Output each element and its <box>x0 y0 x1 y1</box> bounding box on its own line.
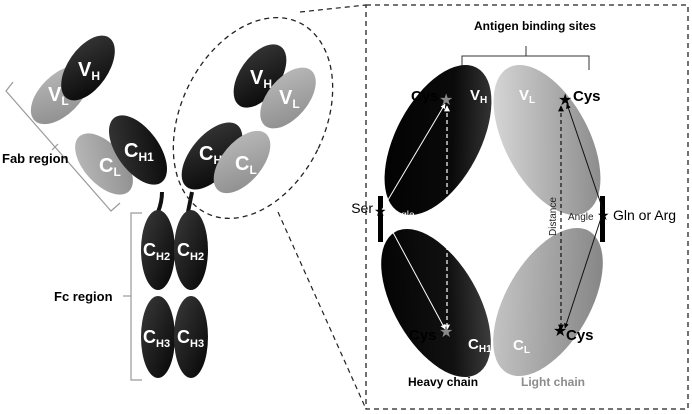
vl-domain <box>260 67 316 129</box>
fab-arm-right: VH VL CH1 CL <box>181 44 316 194</box>
detail-vl-label: VL <box>519 87 535 106</box>
ch2-right-domain <box>174 210 208 290</box>
ch2-left-label: CH2 <box>143 240 170 263</box>
star-icon: ★ <box>439 92 453 109</box>
detail-vh-domain <box>384 64 492 216</box>
detail-cl-label: CL <box>513 337 530 356</box>
ch3-left-domain <box>141 296 175 378</box>
vh-domain <box>61 35 115 101</box>
cys-top-right-label: Cys <box>573 88 601 105</box>
vh-domain <box>233 44 287 108</box>
cl-label: CL <box>235 153 257 177</box>
cys-bottom-left-label: Cys <box>409 327 437 344</box>
star-icon: ★ <box>374 203 387 219</box>
cys-top-left-label: Cys <box>411 88 439 105</box>
angle-right-label: Angle <box>568 212 594 223</box>
gln-arg-label: Gln or Arg <box>613 207 676 223</box>
fab-arm-left: VL VH CL CH1 <box>30 35 168 195</box>
heavy-angle-arrow-top <box>381 103 446 211</box>
fc-region-bracket <box>130 212 142 381</box>
star-icon: ★ <box>558 92 572 109</box>
fab-detail-panel: Antigen binding sites VH VL CH1 CL ★ ★ ★… <box>351 4 689 410</box>
angle-left-label: Angle <box>389 210 415 221</box>
fab-highlight-ellipse <box>172 16 334 220</box>
antigen-binding-label: Antigen binding sites <box>474 19 596 33</box>
vl-label: VL <box>279 87 300 111</box>
distance-left-label: Distance <box>449 197 460 236</box>
ch3-right-domain <box>174 296 208 378</box>
ser-label: Ser <box>351 200 373 216</box>
vh-label: VH <box>250 67 272 91</box>
light-angle-arrow-bottom <box>564 211 604 329</box>
heavy-chain-linker <box>378 196 383 242</box>
heavy-chain-label: Heavy chain <box>408 375 478 389</box>
light-chain-linker <box>600 196 605 242</box>
zoom-line-top <box>299 4 367 13</box>
star-icon: ★ <box>553 323 567 340</box>
cl-domain <box>213 130 271 194</box>
hinge-right <box>186 191 194 213</box>
ch3-right-label: CH3 <box>177 327 204 350</box>
star-icon: ★ <box>597 207 610 223</box>
ch3-left-label: CH3 <box>143 327 170 350</box>
ch1-domain <box>181 122 243 190</box>
light-chain-label: Light chain <box>521 375 585 389</box>
fab-region-label: Fab region <box>2 151 69 166</box>
fab-region-bracket <box>5 81 121 212</box>
distance-right-label: Distance <box>548 197 559 236</box>
heavy-angle-arrow-bottom <box>381 211 446 330</box>
detail-vl-domain <box>493 64 601 216</box>
vh-label: VH <box>78 59 100 83</box>
ch2-right-label: CH2 <box>177 240 204 263</box>
zoom-line-bottom <box>277 211 367 410</box>
vl-label: VL <box>48 84 69 108</box>
light-angle-arrow-top <box>566 103 604 211</box>
star-icon: ★ <box>439 324 453 341</box>
detail-ch1-domain <box>381 228 491 378</box>
fc-domains: CH2 CH2 CH3 CH3 <box>141 210 208 378</box>
hinge-left <box>156 191 164 213</box>
detail-ch1-label: CH1 <box>468 336 492 355</box>
detail-cl-domain <box>493 227 603 377</box>
antibody-overview: VL VH CL CH1 VH VL CH1 CL CH2 CH2 <box>2 4 367 410</box>
ch2-left-domain <box>141 210 175 290</box>
fab-bracket-tick <box>51 143 59 151</box>
cl-label: CL <box>99 155 121 179</box>
ch1-label: CH1 <box>124 140 154 164</box>
cys-bottom-right-label: Cys <box>566 327 594 344</box>
detail-vh-label: VH <box>470 87 487 106</box>
ch1-domain <box>108 115 168 185</box>
cl-domain <box>75 133 133 195</box>
fc-region-label: Fc region <box>54 289 113 304</box>
